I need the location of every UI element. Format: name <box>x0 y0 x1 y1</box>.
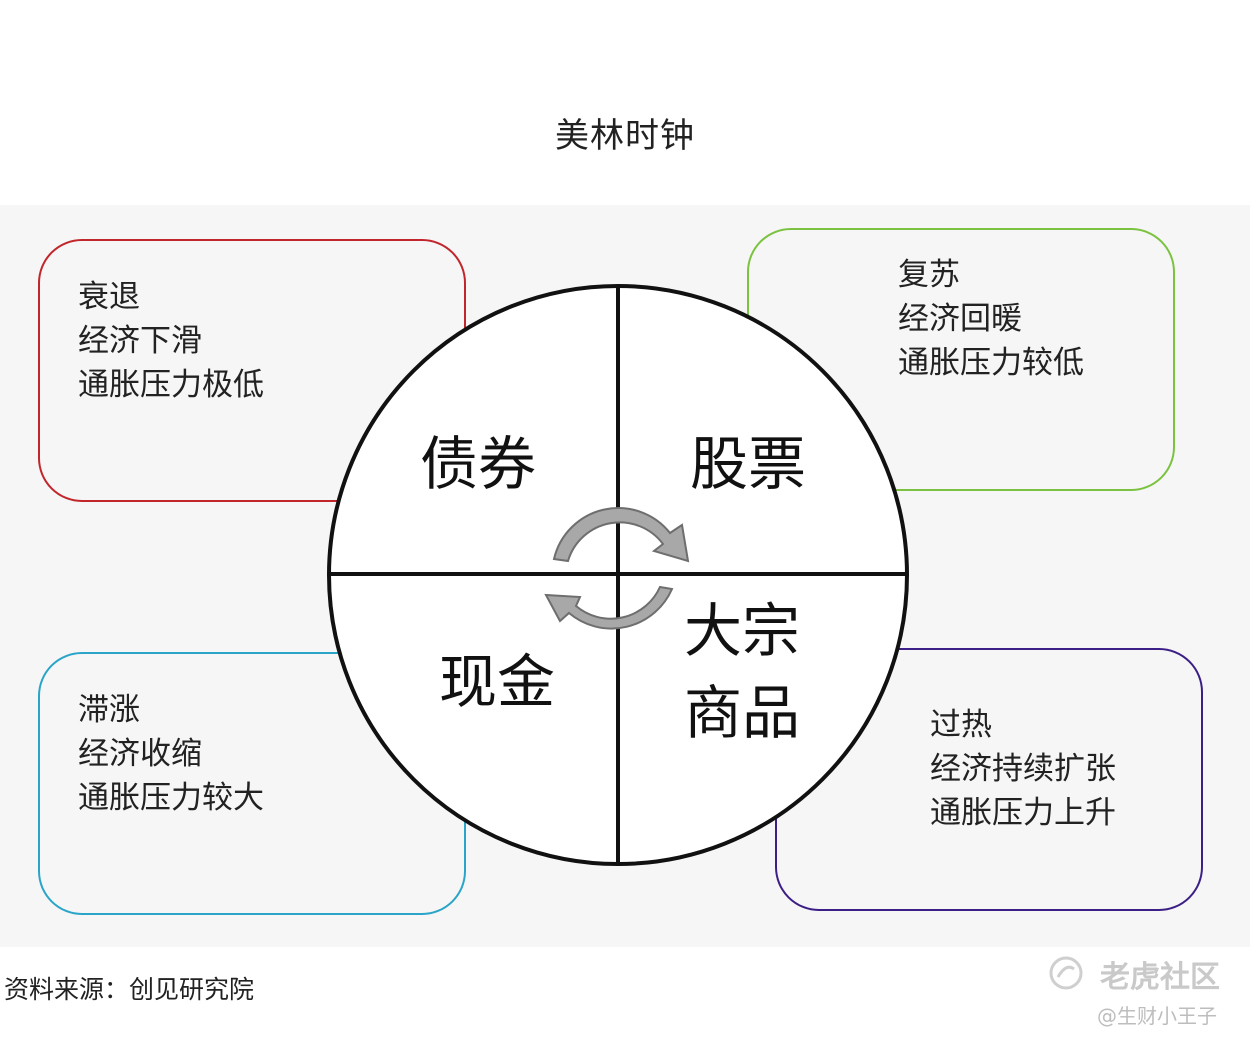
phase-name: 衰退 <box>78 279 140 315</box>
phase-name: 滞涨 <box>78 692 140 728</box>
quadrant-cash: 现金 <box>438 648 555 716</box>
phase-economy: 经济持续扩张 <box>930 751 1116 787</box>
phase-text-stagflation: 滞涨 经济收缩 通胀压力较大 <box>78 688 264 820</box>
phase-inflation: 通胀压力上升 <box>930 795 1116 831</box>
cycle-arrow-top-icon <box>552 507 690 563</box>
phase-economy: 经济下滑 <box>78 323 202 359</box>
phase-name: 复苏 <box>898 257 960 293</box>
quadrant-stocks: 股票 <box>689 430 806 498</box>
clock-circle <box>327 284 909 866</box>
quadrant-bonds: 债券 <box>419 430 536 498</box>
watermark-handle: @生财小王子 <box>1097 1004 1217 1028</box>
source-note: 资料来源：创见研究院 <box>4 975 255 1004</box>
tiger-logo-icon <box>1049 956 1083 990</box>
phase-text-recession: 衰退 经济下滑 通胀压力极低 <box>78 275 264 407</box>
quadrant-commodities: 大宗 商品 <box>683 597 800 747</box>
watermark-brand: 老虎社区 <box>1100 960 1220 995</box>
phase-economy: 经济收缩 <box>78 736 202 772</box>
phase-economy: 经济回暖 <box>898 301 1022 337</box>
phase-inflation: 通胀压力极低 <box>78 367 264 403</box>
phase-name: 过热 <box>930 707 992 743</box>
phase-inflation: 通胀压力较低 <box>898 345 1084 381</box>
cycle-arrow-bottom-icon <box>544 585 674 630</box>
phase-text-overheat: 过热 经济持续扩张 通胀压力上升 <box>930 703 1116 835</box>
phase-text-recovery: 复苏 经济回暖 通胀压力较低 <box>898 253 1084 385</box>
diagram-title: 美林时钟 <box>555 116 695 156</box>
phase-inflation: 通胀压力较大 <box>78 780 264 816</box>
